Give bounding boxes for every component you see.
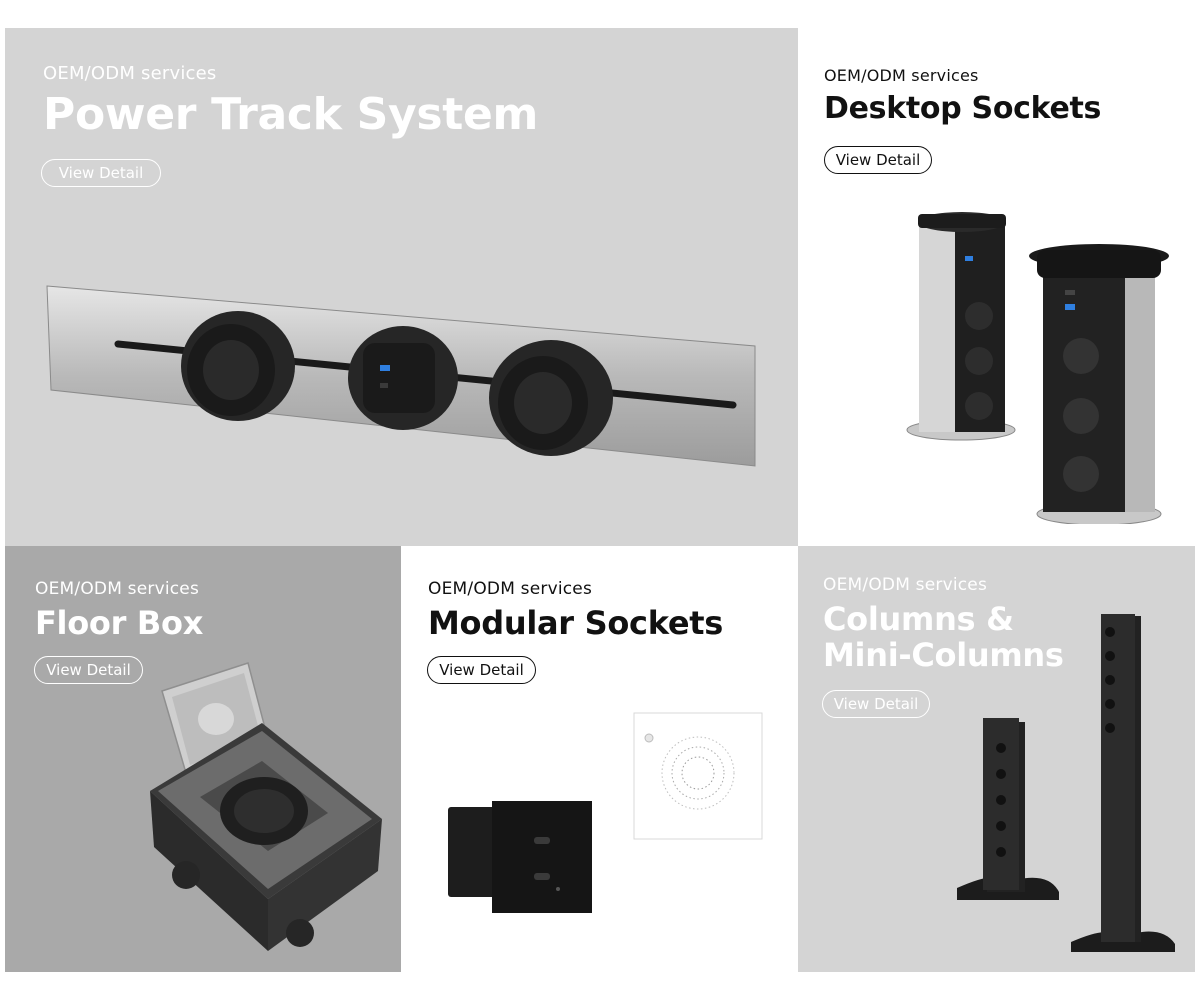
view-detail-button[interactable]: View Detail [427,656,536,684]
tile-title: Power Track System [43,89,539,140]
floor-box-product-image [150,662,382,951]
tile-title-line-1: Columns & [823,600,1014,638]
view-detail-button[interactable]: View Detail [824,146,932,174]
modular-sockets-product-image [448,712,763,913]
power-track-product-image [46,285,756,467]
tile-floor-box[interactable]: OEM/ODM services Floor Box View Detail [5,546,401,972]
view-detail-button[interactable]: View Detail [41,159,161,187]
eyebrow-text: OEM/ODM services [35,579,200,599]
tile-modular-sockets[interactable]: OEM/ODM services Modular Sockets View De… [401,546,798,972]
tile-title: Columns & Mini-Columns [823,600,1064,674]
view-detail-button[interactable]: View Detail [34,656,143,684]
eyebrow-text: OEM/ODM services [824,66,979,85]
columns-product-image [957,614,1175,952]
tile-title: Floor Box [35,604,204,642]
tile-power-track-system[interactable]: OEM/ODM services Power Track System View… [5,28,798,546]
tile-columns-mini-columns[interactable]: OEM/ODM services Columns & Mini-Columns … [798,546,1195,972]
eyebrow-text: OEM/ODM services [43,63,217,84]
tile-desktop-sockets[interactable]: OEM/ODM services Desktop Sockets View De… [798,28,1195,546]
eyebrow-text: OEM/ODM services [428,579,593,599]
eyebrow-text: OEM/ODM services [823,575,988,595]
tile-title: Modular Sockets [428,604,723,642]
view-detail-button[interactable]: View Detail [822,690,930,718]
tile-title-line-2: Mini-Columns [823,635,1064,674]
desktop-sockets-product-image [906,212,1169,524]
tile-title: Desktop Sockets [824,91,1102,126]
